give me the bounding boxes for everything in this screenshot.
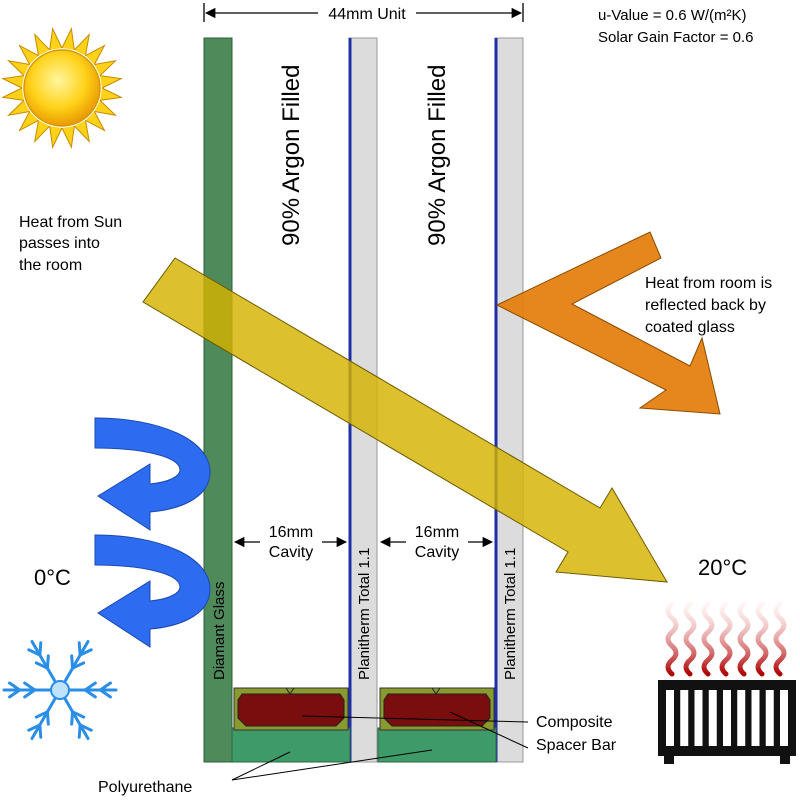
solar-heat-arrow [142, 257, 668, 583]
spacer-label-line1: Composite [536, 714, 613, 731]
sun-heat-label-line2: passes into [19, 235, 100, 252]
snowflake-icon [2, 640, 118, 740]
polyurethane-leader-lines [231, 749, 433, 781]
spacer-bar-left [233, 687, 349, 731]
solar-gain-label: Solar Gain Factor = 0.6 [598, 29, 754, 46]
inner-pane-label: Planitherm Total 1.1 [502, 548, 519, 680]
sun-icon [1, 27, 123, 149]
sun-heat-label-line1: Heat from Sun [19, 214, 122, 231]
outer-pane-label: Diamant Glass [211, 582, 228, 680]
right-cavity-size: 16mm [415, 524, 459, 541]
polyurethane-seal-left [231, 727, 351, 763]
room-heat-label-line3: coated glass [645, 319, 735, 336]
cold-air-arrow-bottom [94, 534, 211, 648]
unit-width-label: 44mm Unit [328, 6, 406, 23]
outer-glass-pane [203, 37, 233, 763]
inner-glass-pane [494, 37, 524, 763]
radiator-icon [658, 601, 796, 764]
room-heat-arrow [495, 231, 721, 415]
inside-temperature: 20°C [698, 555, 747, 580]
left-cavity-gas-label: 90% Argon Filled [278, 65, 305, 246]
u-value-label: u-Value = 0.6 W/(m²K) [598, 7, 747, 24]
polyurethane-label: Polyurethane [98, 779, 192, 796]
room-heat-label-line1: Heat from room is [645, 275, 772, 292]
spacer-bar-right [379, 687, 495, 731]
sun-heat-label-line3: the room [19, 257, 82, 274]
spacer-leader-lines [301, 711, 529, 749]
middle-pane-label: Planitherm Total 1.1 [356, 548, 373, 680]
cold-air-arrow-top [94, 417, 211, 531]
polyurethane-seal-right [377, 727, 497, 763]
spacer-label-line2: Spacer Bar [536, 737, 617, 754]
outside-temperature: 0°C [34, 565, 71, 590]
left-cavity-size: 16mm [269, 524, 313, 541]
right-cavity-gas-label: 90% Argon Filled [424, 65, 451, 246]
left-cavity-label: Cavity [269, 544, 313, 561]
right-cavity-label: Cavity [415, 544, 459, 561]
room-heat-label-line2: reflected back by [645, 297, 766, 314]
